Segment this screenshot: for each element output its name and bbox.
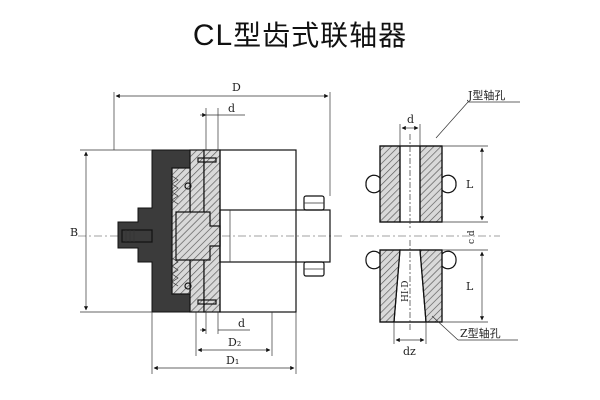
label-dz: dz: [403, 345, 416, 358]
diagram-title: CL型齿式联轴器: [0, 14, 600, 54]
label-B: B: [70, 226, 78, 239]
label-L-bottom: L: [466, 280, 474, 293]
label-D2: D₂: [228, 336, 241, 349]
bolt-hole-upper: [184, 182, 192, 190]
flange-bolt-bottom: [197, 299, 217, 305]
dim-D: D: [113, 81, 331, 196]
label-D1: D₁: [226, 354, 239, 367]
title-latin: CL: [192, 19, 234, 52]
label-L-top: L: [466, 178, 474, 191]
label-d-top: d: [228, 102, 235, 115]
dim-D2: D₂: [195, 312, 273, 356]
label-d-j: d: [407, 113, 414, 126]
shaft: [219, 209, 331, 263]
dim-d-bottom: d: [200, 312, 250, 334]
label-cd: c d: [467, 230, 477, 244]
dim-d-top: d: [200, 102, 245, 150]
label-z-hole: Z型轴孔: [460, 326, 501, 340]
dim-D1: D₁: [151, 312, 297, 374]
j-type-hole-view: d L J型轴孔: [365, 88, 520, 230]
right-sleeve: [219, 149, 297, 313]
label-side-mark: HI·D: [401, 281, 411, 302]
title-chinese: 型齿式联轴器: [233, 19, 408, 52]
end-screw: [121, 229, 153, 243]
label-d-bottom: d: [238, 317, 245, 330]
bolt-hole-lower: [184, 282, 192, 290]
label-j-hole: J型轴孔: [467, 88, 505, 102]
dim-B: B: [70, 149, 152, 313]
main-coupling-view: [78, 149, 345, 313]
label-D: D: [232, 81, 241, 94]
flange-bolt-top: [197, 157, 217, 163]
z-type-hole-view: HI·D L dz Z型轴孔: [365, 240, 518, 358]
gear-teeth: [171, 175, 179, 287]
